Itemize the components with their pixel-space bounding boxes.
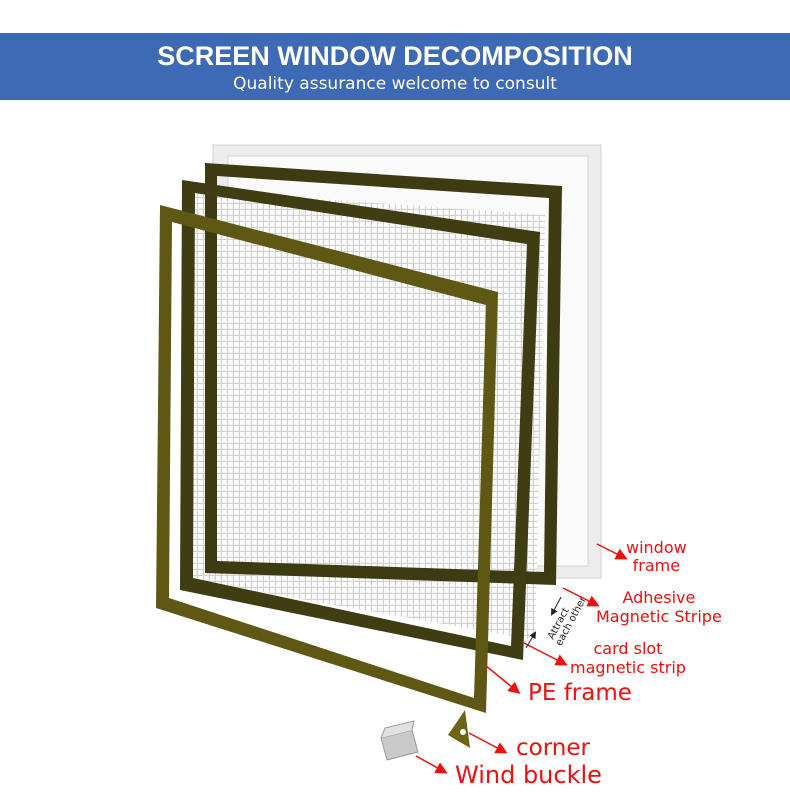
label-line: card slot xyxy=(593,639,663,658)
header-banner: SCREEN WINDOW DECOMPOSITION Quality assu… xyxy=(0,33,790,100)
label-line: Adhesive xyxy=(622,588,696,607)
arrow-adhesive xyxy=(562,587,600,607)
page-title: SCREEN WINDOW DECOMPOSITION xyxy=(157,41,633,71)
label-corner: corner xyxy=(516,735,590,761)
page-subtitle: Quality assurance welcome to consult xyxy=(233,74,557,94)
label-line: window xyxy=(626,538,687,557)
label-card-slot-magnetic-strip: card slot magnetic strip xyxy=(570,639,686,677)
wind-buckle xyxy=(380,720,419,761)
corner-piece xyxy=(448,710,470,748)
arrow-wind-buckle xyxy=(415,755,448,774)
label-line: frame xyxy=(632,556,681,575)
label-line: Magnetic Stripe xyxy=(596,607,722,626)
label-window-frame: window frame xyxy=(626,539,687,575)
attract-arrow-down xyxy=(551,596,562,616)
card-slot-magnetic-strip xyxy=(180,180,540,660)
label-line: magnetic strip xyxy=(570,658,686,677)
label-wind-buckle: Wind buckle xyxy=(455,761,602,789)
arrow-card-slot xyxy=(521,641,568,666)
arrow-pe-frame xyxy=(484,664,521,694)
attract-arrow-up xyxy=(525,631,537,649)
label-adhesive-magnetic-stripe: Adhesive Magnetic Stripe xyxy=(596,588,722,626)
mesh-screen xyxy=(192,190,545,640)
label-pe-frame: PE frame xyxy=(528,680,632,706)
arrow-window-frame xyxy=(596,543,628,560)
arrow-corner xyxy=(468,732,508,754)
